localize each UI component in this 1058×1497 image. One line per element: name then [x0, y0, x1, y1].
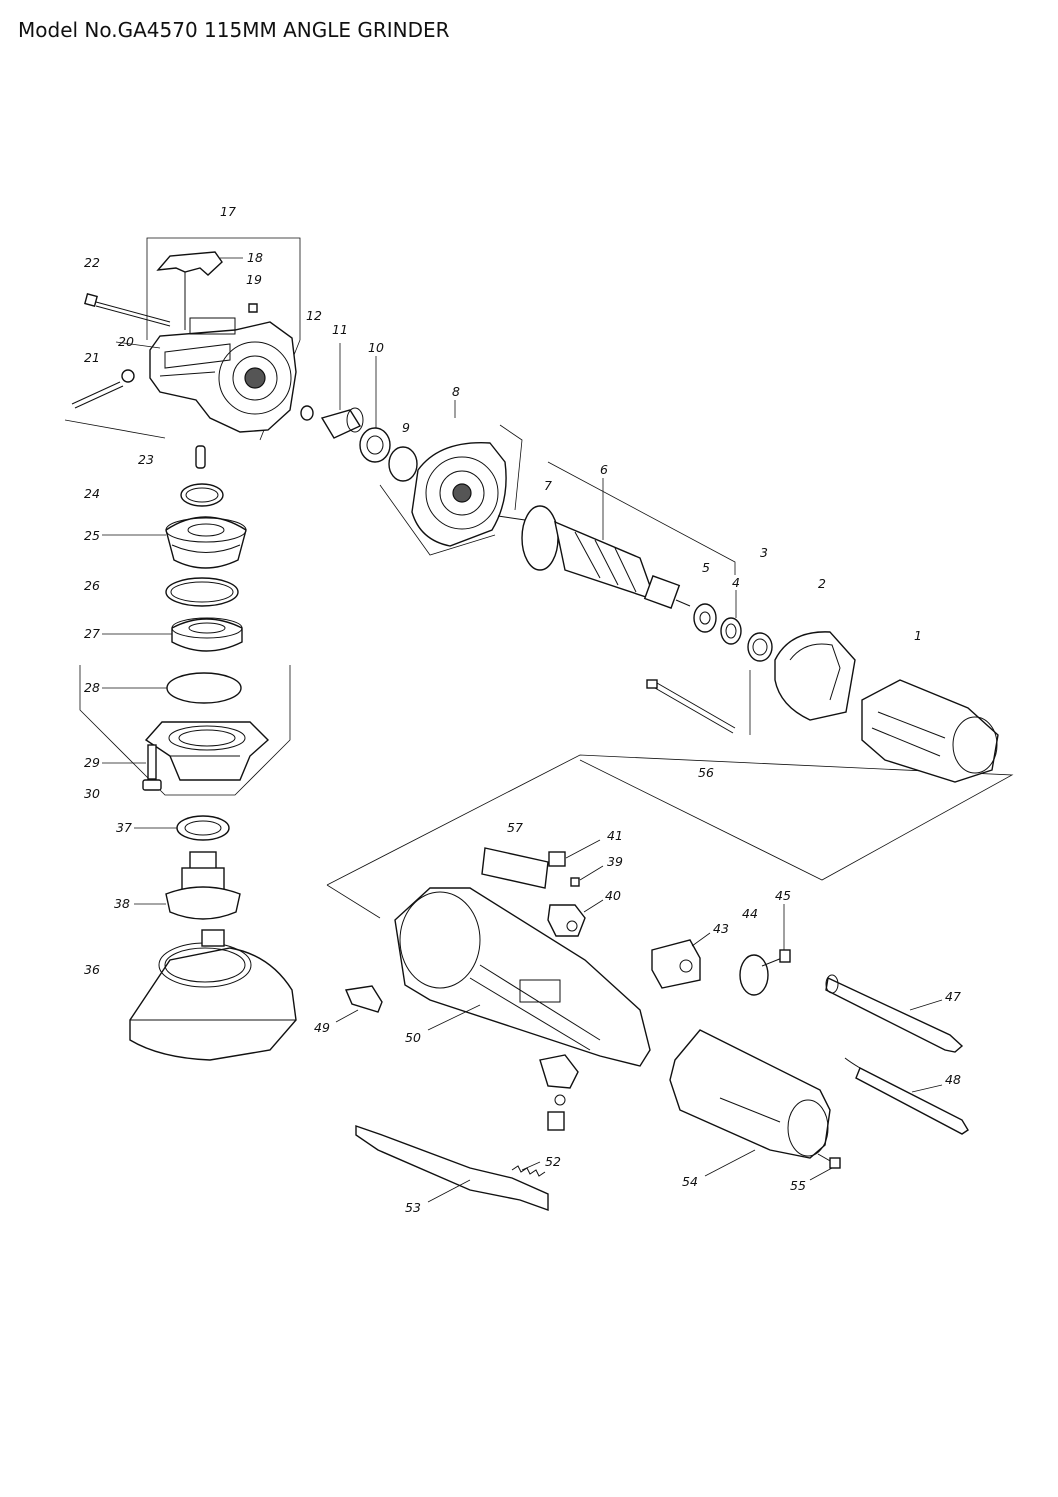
callout-52: 52: [545, 1154, 561, 1169]
part-19-screw: [248, 303, 258, 313]
part-36-wheel-guard: [129, 929, 297, 1061]
part-38-spindle: [165, 851, 241, 920]
callout-30: 30: [84, 786, 100, 801]
part-26-retaining-ring: [165, 577, 239, 607]
part-6-armature: [497, 505, 691, 609]
part-5-bearing: [693, 603, 717, 633]
part-1-field: [861, 679, 999, 783]
callout-6: 6: [600, 462, 608, 477]
part-39-screw: [570, 877, 580, 887]
callout-23: 23: [138, 452, 154, 467]
callout-37: 37: [116, 820, 132, 835]
callout-55: 55: [790, 1178, 806, 1193]
part-27-ball-bearing: [171, 617, 243, 652]
part-10-ball-bearing: [359, 427, 391, 463]
callout-47: 47: [945, 989, 961, 1004]
callout-38: 38: [114, 896, 130, 911]
part-49-switch-knob: [345, 985, 383, 1013]
callout-40: 40: [605, 888, 621, 903]
callout-27: 27: [84, 626, 100, 641]
part-3-rubber: [747, 632, 773, 662]
callout-20: 20: [118, 334, 134, 349]
callout-7: 7: [544, 478, 552, 493]
callout-48: 48: [945, 1072, 961, 1087]
part-52-spring: [511, 1165, 546, 1177]
callout-57: 57: [507, 820, 523, 835]
callout-24: 24: [84, 486, 100, 501]
callout-39: 39: [607, 854, 623, 869]
callout-4: 4: [732, 575, 740, 590]
part-12-washer: [300, 405, 314, 421]
callout-54: 54: [682, 1174, 698, 1189]
callout-26: 26: [84, 578, 100, 593]
part-55-screw: [817, 1153, 841, 1169]
callout-56: 56: [698, 765, 714, 780]
callout-45: 45: [775, 888, 791, 903]
callout-10: 10: [368, 340, 384, 355]
part-8-baffle-plate: [411, 442, 507, 547]
part-brush-holder-lower: [539, 1054, 579, 1131]
callout-19: 19: [246, 272, 262, 287]
part-30-screw: [142, 744, 162, 791]
part-44-strain-relief: [739, 954, 769, 996]
callout-28: 28: [84, 680, 100, 695]
callout-50: 50: [405, 1030, 421, 1045]
callout-5: 5: [702, 560, 710, 575]
part-18-lever: [156, 251, 223, 330]
part-41-brush-holder: [548, 851, 566, 867]
part-23-pin: [195, 445, 206, 469]
part-48-cord: [844, 1057, 969, 1135]
part-53-switch-lever: [355, 1125, 549, 1211]
part-29-bearing-box: [144, 721, 270, 781]
part-45-screw: [761, 949, 791, 967]
callout-21: 21: [84, 350, 100, 365]
part-40-brush-holder-assy: [547, 904, 586, 937]
page-title: Model No.GA4570 115MM ANGLE GRINDER: [18, 18, 450, 42]
part-17-gear-housing: [149, 317, 297, 433]
assembly-brackets: [64, 237, 1014, 919]
callout-22: 22: [84, 255, 100, 270]
callout-8: 8: [452, 384, 460, 399]
callout-11: 11: [332, 322, 348, 337]
part-11-sleeve: [320, 407, 364, 439]
callout-36: 36: [84, 962, 100, 977]
part-57-label: [481, 847, 549, 889]
callout-9: 9: [402, 420, 410, 435]
part-2-field-holder: [774, 631, 856, 721]
part-24-retaining-ring: [180, 483, 224, 507]
part-43-switch: [651, 939, 701, 989]
part-4-ring: [720, 617, 742, 645]
callout-41: 41: [607, 828, 623, 843]
part-50-motor-housing: [394, 887, 651, 1067]
callout-12: 12: [306, 308, 322, 323]
callout-17: 17: [220, 204, 236, 219]
part-22-screw: [84, 293, 171, 327]
callout-25: 25: [84, 528, 100, 543]
callout-29: 29: [84, 755, 100, 770]
part-47-cord-guard: [825, 974, 964, 1053]
leader-lines: [102, 257, 943, 1203]
part-9-o-ring: [388, 446, 418, 482]
callout-43: 43: [713, 921, 729, 936]
callout-labels: 1 2 3 4 5 6 7 8 9 10 11 12 17 18 19 20 2…: [84, 204, 961, 1215]
part-37-ring: [176, 815, 230, 841]
callout-18: 18: [247, 250, 263, 265]
callout-44: 44: [742, 906, 758, 921]
callout-1: 1: [914, 628, 922, 643]
callout-3: 3: [760, 545, 768, 560]
part-21-pin: [71, 369, 135, 409]
callout-49: 49: [314, 1020, 330, 1035]
part-56-through-bolt: [646, 679, 736, 734]
part-54-rear-cover: [669, 1029, 831, 1159]
part-28-o-ring: [166, 672, 242, 704]
part-25-bevel-gear: [165, 516, 247, 569]
callout-2: 2: [818, 576, 826, 591]
callout-53: 53: [405, 1200, 421, 1215]
